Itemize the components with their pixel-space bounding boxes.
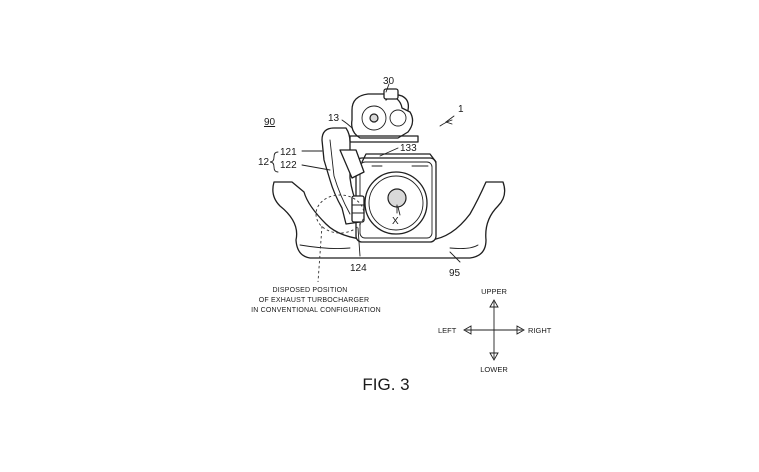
- ref-122: 122: [280, 160, 297, 171]
- ref-12: 12: [258, 157, 270, 168]
- figure-caption: FIG. 3: [362, 375, 409, 394]
- turbo-compressor-30: [349, 88, 419, 143]
- vehicle-body-95: [272, 181, 506, 259]
- turbocharger-124: [351, 195, 365, 223]
- ref-121: 121: [280, 147, 297, 158]
- ref-124: 124: [350, 263, 367, 274]
- ref-13: 13: [328, 113, 340, 124]
- ref-30: 30: [383, 76, 395, 87]
- ref-95: 95: [449, 268, 461, 279]
- ref-x: X: [392, 216, 399, 227]
- conventional-position-note: DISPOSED POSITION OF EXHAUST TURBOCHARGE…: [251, 287, 381, 314]
- ref-1: 1: [458, 104, 464, 115]
- engine-block: [355, 153, 437, 243]
- note-line-2: OF EXHAUST TURBOCHARGER: [259, 297, 370, 304]
- exhaust-pipes-12: [321, 127, 365, 225]
- direction-left-label: LEFT: [438, 326, 457, 335]
- note-line-1: DISPOSED POSITION: [273, 287, 348, 294]
- note-line-3: IN CONVENTIONAL CONFIGURATION: [251, 307, 381, 314]
- ref-133: 133: [400, 143, 417, 154]
- leader-lines: [269, 83, 461, 263]
- ref-90: 90: [264, 117, 276, 128]
- direction-right-label: RIGHT: [528, 326, 552, 335]
- direction-lower-label: LOWER: [480, 365, 508, 374]
- direction-indicator: [463, 299, 525, 361]
- conventional-position-outline: [315, 194, 365, 283]
- direction-upper-label: UPPER: [481, 287, 507, 296]
